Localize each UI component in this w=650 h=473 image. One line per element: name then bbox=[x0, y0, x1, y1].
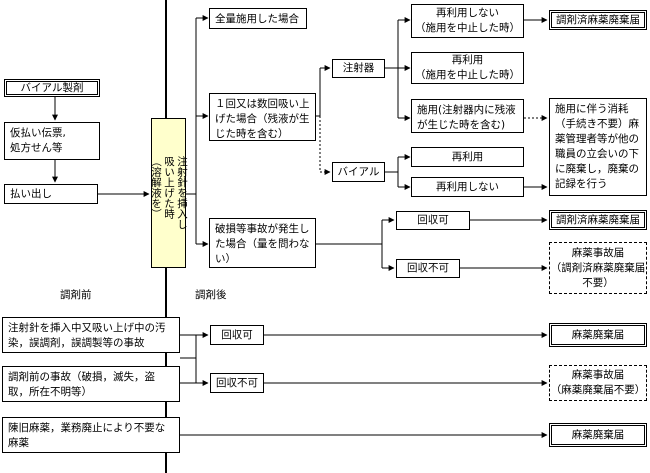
reuse-box: 再利用 bbox=[411, 147, 524, 167]
disposal-prepared-box: 調剤済麻薬廃棄届 bbox=[549, 10, 647, 30]
case1-box: 注射針を挿入中又吸い上げ中の汚染，誤調剤，誤調製等の事故 bbox=[2, 317, 180, 353]
before-label: 調剤前 bbox=[60, 289, 92, 301]
disposal-prepared2-box: 調剤済麻薬廃棄届 bbox=[549, 210, 647, 230]
syringe-box: 注射器 bbox=[332, 59, 385, 78]
payout-box: 払い出し bbox=[4, 184, 98, 204]
bottom-disposal-box: 麻薬廃棄届 bbox=[549, 323, 647, 347]
no-reuse-box: 再利用しない bbox=[411, 177, 524, 197]
case2-box: 調剤前の事故（破損，滅失，盗取，所在不明等） bbox=[2, 366, 180, 402]
case3-box: 陳旧麻薬，業務廃止により不要な麻薬 bbox=[2, 417, 180, 453]
slip-box: 仮払い伝票, 処方せん等 bbox=[4, 122, 100, 160]
after-label: 調剤後 bbox=[195, 289, 227, 301]
damage-box: 破損等事故が発生した場合（量を問わない） bbox=[209, 218, 316, 268]
use-remain-box: 施用(注射器内に残液が生じた時を含む) bbox=[411, 99, 524, 133]
accident-prepared-box: 麻薬事故届 （調剤済麻薬廃棄届不要） bbox=[549, 242, 647, 294]
vial-preparation-box: バイアル製剤 bbox=[4, 79, 100, 97]
multi-use-box: １回又は数回吸い上げた場合（残液が生じた時を含む） bbox=[209, 93, 316, 141]
bottom-accident-box: 麻薬事故届 （麻薬廃棄届不要） bbox=[549, 365, 647, 401]
full-use-box: 全量施用した場合 bbox=[209, 8, 307, 29]
bottom-disposal2-box: 麻薬廃棄届 bbox=[549, 423, 647, 447]
inject-box: 注射針を挿入し 吸い上げた時 （溶解液を） bbox=[150, 118, 188, 268]
vial-branch-box: バイアル bbox=[332, 162, 385, 182]
recoverable-box: 回収可 bbox=[396, 211, 470, 230]
reuse-stop-box: 再利用 （施用を中止した時） bbox=[411, 52, 524, 84]
bottom-recoverable-box: 回収可 bbox=[210, 325, 264, 345]
no-reuse-stop-box: 再利用しない （施用を中止した時） bbox=[411, 4, 524, 38]
bottom-unrecoverable-box: 回収不可 bbox=[210, 373, 264, 393]
use-note-box: 施用に伴う消耗（手続き不要）麻薬管理者等が他の職員の立会いの下に廃棄し，廃棄の記… bbox=[549, 98, 647, 196]
unrecoverable-box: 回収不可 bbox=[396, 259, 460, 278]
